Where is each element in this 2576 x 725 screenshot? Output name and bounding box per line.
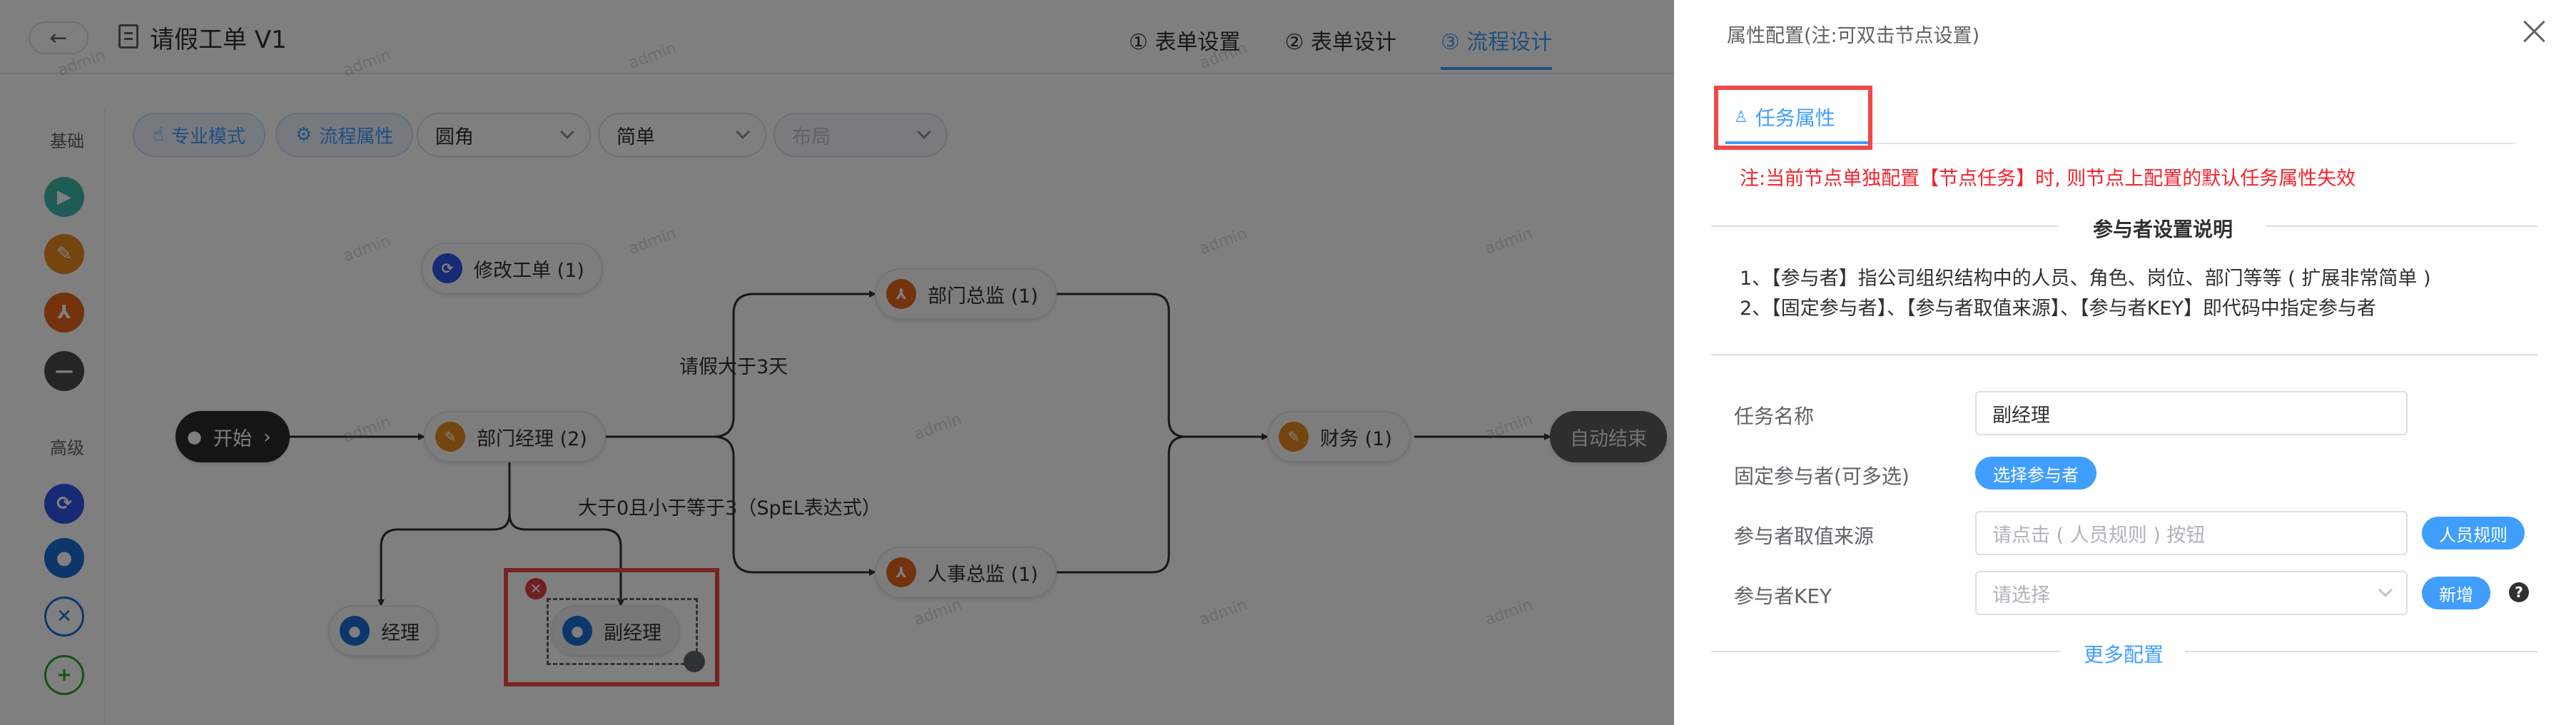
person-rules-button[interactable]: 人员规则: [2422, 517, 2525, 549]
modal-overlay[interactable]: [0, 0, 1674, 725]
participant-key-placeholder: 请选择: [1992, 584, 2050, 607]
task-name-input[interactable]: 副经理: [1975, 391, 2408, 435]
properties-drawer: 属性配置(注:可双击节点设置) ♙ 任务属性 注:当前节点单独配置【节点任务】时…: [1674, 0, 2576, 725]
tab-bar-line: [1725, 143, 2516, 144]
divider-line: [2185, 651, 2537, 652]
divider-title: 参与者设置说明: [2059, 214, 2266, 243]
tab-active-indicator: [1725, 141, 1868, 144]
fixed-participants-label: 固定参与者(可多选): [1734, 465, 1910, 488]
tab-task-properties-label: 任务属性: [1755, 106, 1835, 130]
tab-task-properties[interactable]: ♙ 任务属性: [1734, 103, 1835, 131]
participant-source-input[interactable]: 请点击 ( 人员规则 ) 按钮: [1975, 511, 2408, 555]
note-line-1: 1、【参与者】指公司组织结构中的人员、角色、岗位、部门等等 ( 扩展非常简单 ): [1740, 268, 2431, 290]
divider-line: [1711, 651, 2061, 652]
divider-line: [1711, 354, 2537, 355]
flow-designer: ← 请假工单 V1 ① 表单设置 ② 表单设计 ③ 流程设计 基础 ▶ ✎ ⅄ …: [0, 0, 1674, 725]
user-outline-icon: ♙: [1734, 108, 1748, 126]
note-line-2: 2、【固定参与者】、【参与者取值来源】、【参与者KEY】即代码中指定参与者: [1740, 298, 2376, 320]
help-icon[interactable]: ?: [2509, 582, 2529, 602]
warning-text: 注:当前节点单独配置【节点任务】时, 则节点上配置的默认任务属性失效: [1740, 168, 2356, 190]
close-icon[interactable]: [2520, 17, 2549, 46]
task-name-label: 任务名称: [1734, 405, 1815, 428]
select-participants-button[interactable]: 选择参与者: [1975, 457, 2096, 490]
drawer-title: 属性配置(注:可双击节点设置): [1727, 25, 1980, 47]
more-config-link[interactable]: 更多配置: [2083, 643, 2164, 666]
chevron-down-icon: [2378, 583, 2393, 597]
participant-key-select[interactable]: 请选择: [1975, 571, 2408, 615]
participant-key-label: 参与者KEY: [1734, 584, 1832, 608]
participant-source-label: 参与者取值来源: [1734, 524, 1875, 548]
add-button[interactable]: 新增: [2422, 577, 2490, 609]
tab-highlight-box: [1714, 86, 1872, 150]
